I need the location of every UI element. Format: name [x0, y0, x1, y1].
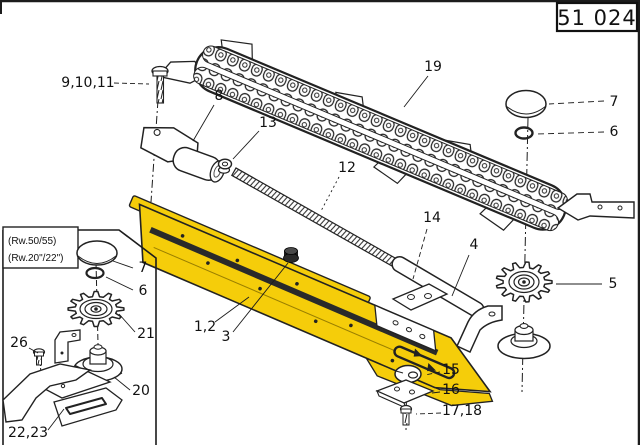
callout-leader: [105, 276, 134, 291]
plate-14: [391, 283, 449, 311]
screw-9-10-11: [151, 65, 169, 104]
ring-6: [514, 126, 534, 140]
plate-number: 51 024: [557, 6, 636, 30]
inset-holder-bracket: [54, 329, 81, 364]
nut-3: [283, 247, 299, 263]
callout-leader: [403, 75, 429, 108]
callout-label: 12: [338, 160, 356, 176]
callout-label: 6: [139, 283, 148, 299]
cutter-chain: [156, 39, 568, 232]
inset-note-line1: (Rw.50/55): [8, 236, 56, 247]
callout-label: 26: [10, 335, 28, 351]
tube-4: [391, 256, 485, 318]
callout-label: 1,2: [194, 319, 216, 335]
callout-leader: [536, 131, 605, 135]
callout-label: 6: [610, 124, 619, 140]
cutter-bar-rivets: [180, 234, 395, 363]
clamp-part-8: [140, 126, 226, 183]
inset-screw-26: [32, 348, 46, 366]
cap-7: [505, 89, 547, 119]
callout-leader: [412, 228, 428, 280]
callout-leader: [28, 347, 39, 354]
callout-label: 17,18: [442, 403, 482, 419]
callout-leader: [431, 391, 441, 394]
callout-label: 14: [423, 210, 441, 226]
tube-bracket: [456, 305, 503, 353]
screw-17-18: [399, 404, 413, 426]
callout-leader: [232, 130, 260, 160]
cutter-bar: [128, 195, 494, 407]
inset-box: (Rw.50/55) (Rw.20"/22"): [2, 226, 157, 445]
callout-leader: [192, 104, 215, 142]
callout-label: 20: [132, 383, 150, 399]
callout-leader: [113, 82, 150, 85]
callout-leader: [47, 408, 65, 431]
callout-label: 22,23: [8, 425, 48, 441]
callout-label: 5: [609, 276, 618, 292]
inset-cap-7: [76, 240, 118, 266]
holder-plate: [374, 304, 437, 352]
callout-label: 13: [259, 115, 277, 131]
nut-13: [217, 158, 233, 174]
callout-leader: [118, 313, 136, 333]
callout-leader: [113, 376, 131, 391]
callout-label: 7: [139, 260, 148, 276]
plate-number-box: 51 024: [555, 1, 639, 33]
callout-label: 9,10,11: [61, 75, 114, 91]
callout-label: 15: [442, 362, 460, 378]
callout-leader: [320, 176, 340, 212]
hub-right: [497, 323, 551, 360]
callout-label: 4: [470, 237, 479, 253]
callout-leader: [548, 100, 605, 105]
callout-leader: [112, 260, 134, 269]
cutter-bar-stripe: [149, 226, 439, 356]
callout-leader: [214, 296, 250, 323]
cutter-bar-lower-blades: [364, 356, 494, 407]
inset-blade-22-23: [2, 363, 123, 427]
sprocket-5: [495, 261, 553, 303]
callout-label: 21: [137, 326, 155, 342]
callout-label: 3: [222, 329, 231, 345]
inset-ring-6: [85, 266, 105, 280]
callout-label: 16: [442, 382, 460, 398]
callout-leader: [232, 262, 289, 333]
callout-leader: [424, 371, 441, 376]
washer-15: [394, 364, 422, 384]
cutter-bar-slot: [393, 345, 456, 380]
inset-note-line2: (Rw.20"/22"): [8, 253, 63, 264]
chain-end-bracket-right: [556, 193, 635, 221]
callout-label: 19: [424, 59, 442, 75]
callout-label: 8: [215, 88, 224, 104]
callout-leader: [451, 254, 470, 297]
callout-layer: 9,10,11 8 13 12 19 7 6 14 4 5 7 6 21 26 20 22,23 15 16 17,…: [8, 59, 619, 441]
callout-label: 7: [610, 94, 619, 110]
inset-sprocket-21: [67, 290, 125, 328]
callout-leader: [415, 412, 442, 415]
